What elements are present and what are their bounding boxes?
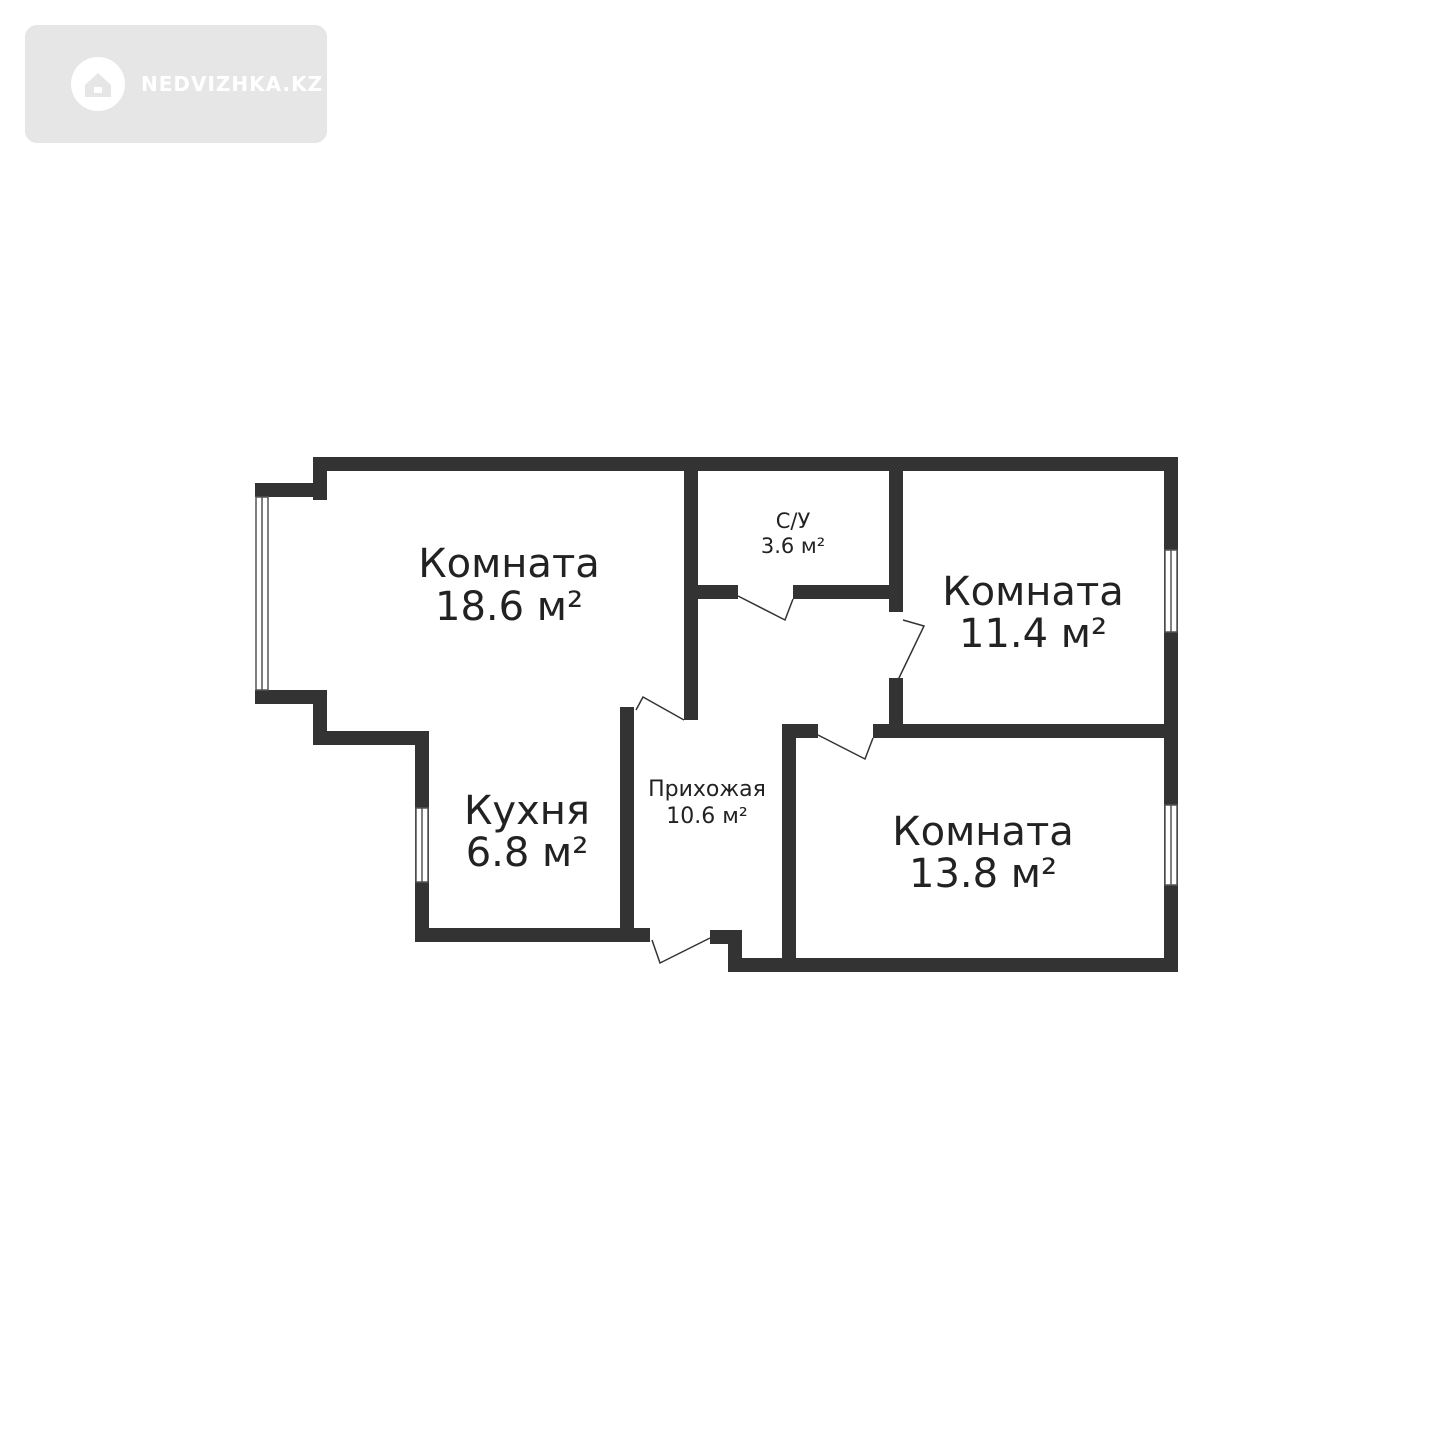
room-komnata-13-8: Комната 13.8 м² — [892, 809, 1074, 897]
windows — [255, 496, 1178, 886]
room-area: 11.4 м² — [959, 611, 1107, 657]
room-area: 3.6 м² — [761, 534, 825, 558]
doors — [635, 595, 926, 965]
watermark-logo: NEDVIZHKA.KZ — [25, 25, 327, 143]
watermark-text: NEDVIZHKA.KZ — [141, 72, 324, 96]
room-area: 10.6 м² — [666, 804, 747, 829]
room-bathroom: С/У 3.6 м² — [761, 509, 825, 558]
room-area: 18.6 м² — [435, 584, 583, 630]
house-icon — [71, 57, 125, 111]
room-area: 6.8 м² — [466, 830, 589, 876]
room-prikhozhaya: Прихожая 10.6 м² — [648, 777, 766, 829]
room-name: Комната — [942, 569, 1124, 615]
room-name: Кухня — [464, 788, 590, 834]
room-name: Прихожая — [648, 777, 766, 802]
room-komnata-11-4: Комната 11.4 м² — [942, 569, 1124, 657]
room-name: Комната — [418, 541, 600, 587]
room-komnata-18-6: Комната 18.6 м² — [418, 541, 600, 630]
room-area: 13.8 м² — [909, 851, 1057, 897]
room-kukhnya: Кухня 6.8 м² — [464, 788, 590, 876]
room-name: С/У — [776, 509, 811, 533]
room-name: Комната — [892, 809, 1074, 855]
